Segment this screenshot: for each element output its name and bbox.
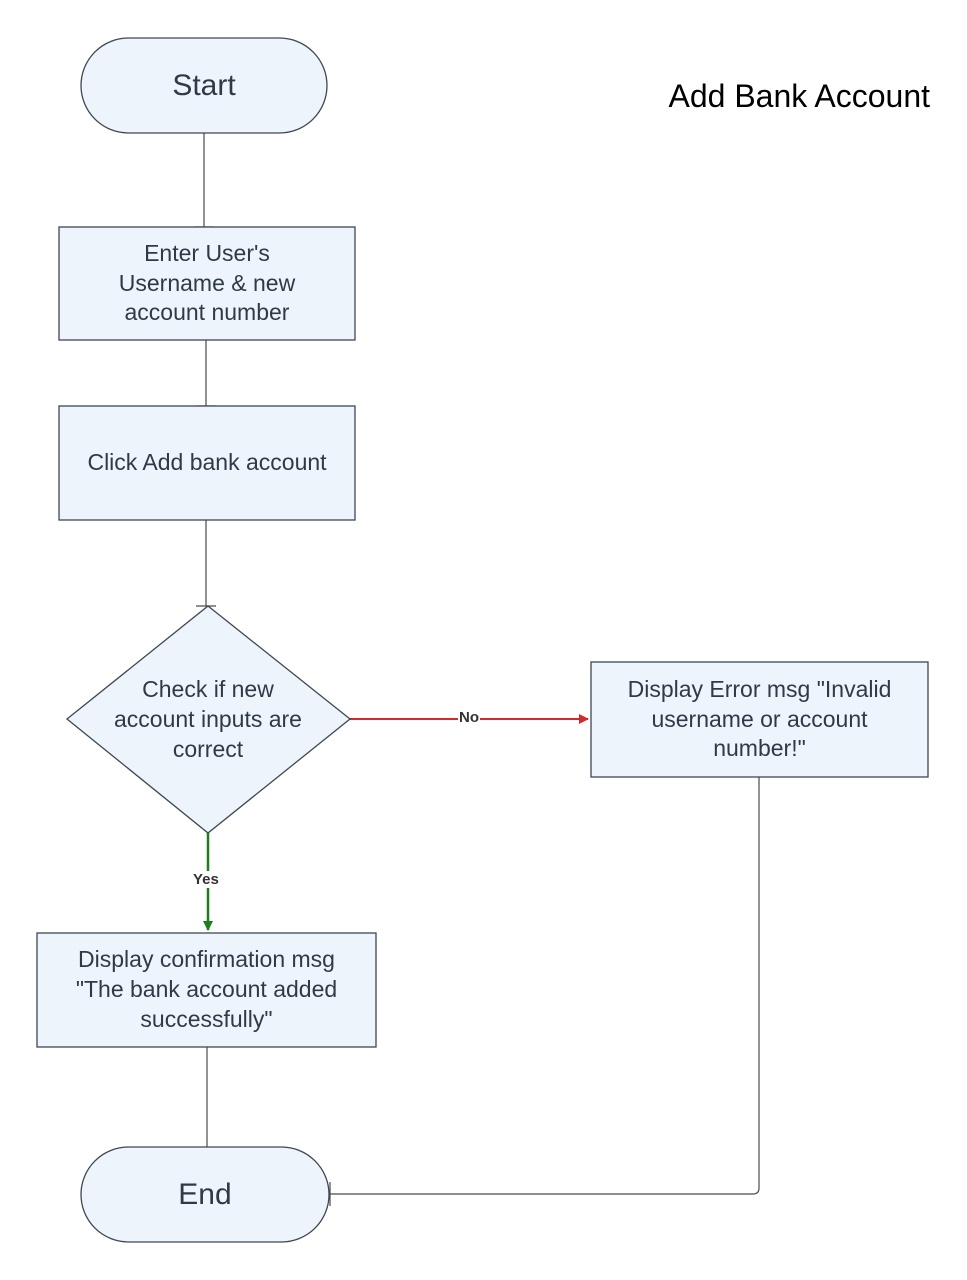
diagram-title: Add Bank Account [668,78,930,114]
end-label: End [178,1178,232,1211]
check-inputs-decision [65,605,352,834]
error-msg-label: Display Error msg "Invalid username or a… [627,675,892,762]
start-label: Start [172,69,236,102]
yes-edge-label: Yes [192,871,220,888]
connector-error-to-end [328,777,760,1195]
confirmation-msg-process [36,932,377,1048]
check-inputs-label: Check if new account inputs are correct [114,676,302,762]
enter-details-process [58,226,356,341]
enter-details-label: Enter User's Username & new account numb… [118,239,296,326]
start-terminal [80,37,328,134]
error-msg-process [590,661,929,778]
click-add-process [58,405,356,521]
end-terminal [80,1146,330,1243]
click-add-label: Click Add bank account [87,449,327,476]
confirmation-msg-label: Display confirmation msg "The bank accou… [75,946,338,1032]
no-edge-label: No [458,709,480,726]
